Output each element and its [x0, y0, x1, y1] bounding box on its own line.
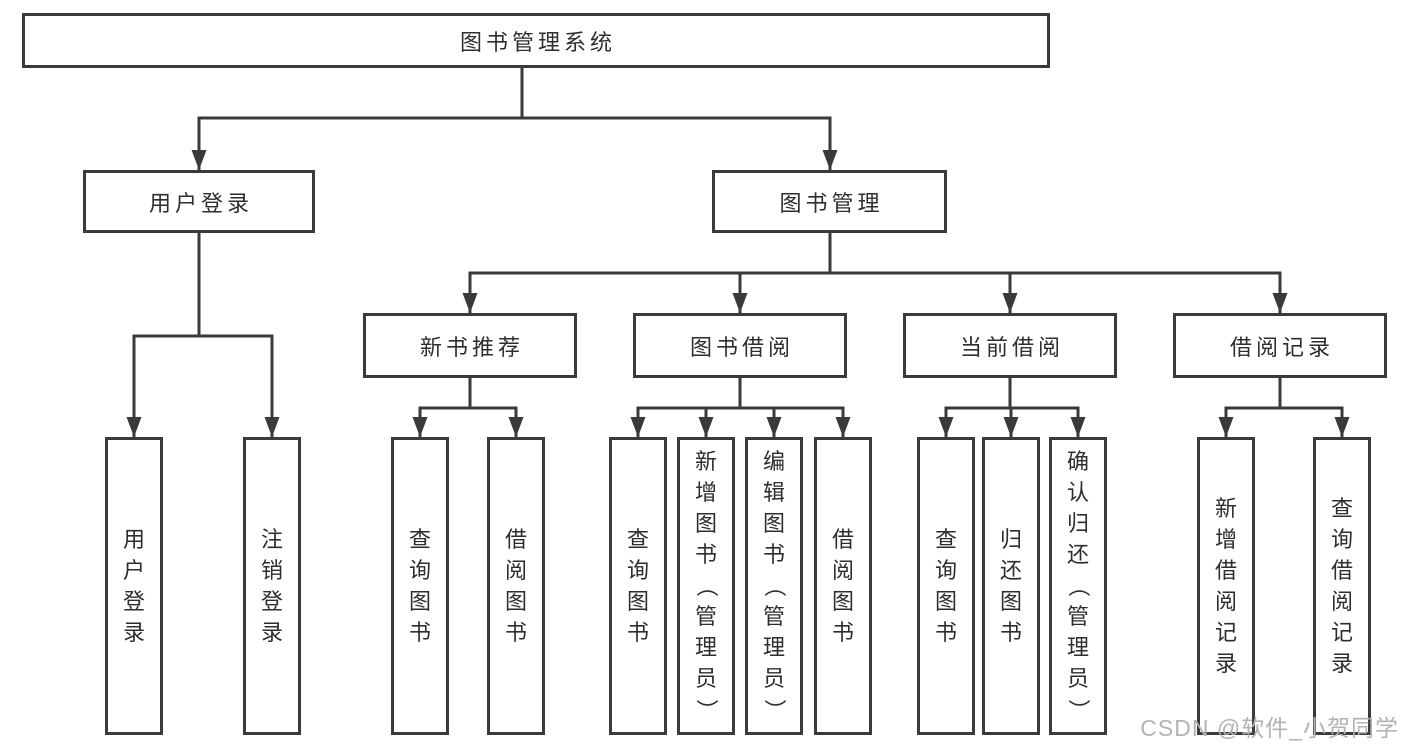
node-newrec-borrow-books: 借阅图书	[487, 437, 545, 735]
node-borrowing-edit-books-admin: 编辑图书（管理员）	[745, 437, 803, 735]
node-label: 查询图书	[408, 526, 431, 645]
node-label: 用户登录	[148, 190, 253, 216]
node-label: 图书借阅	[689, 334, 794, 360]
node-current-return-books: 归还图书	[982, 437, 1040, 735]
node-records-add-record: 新增借阅记录	[1197, 437, 1255, 735]
node-current-confirm-return-admin: 确认归还（管理员）	[1049, 437, 1107, 735]
node-user-login-leaf: 用户登录	[105, 437, 163, 735]
node-label: 借阅图书	[504, 526, 527, 645]
node-borrowing-borrow-books: 借阅图书	[814, 437, 872, 735]
node-user-login-module: 用户登录	[83, 170, 315, 233]
node-label: 编辑图书（管理员）	[761, 449, 787, 722]
node-label: 注销登录	[260, 526, 283, 645]
node-new-book-recommend: 新书推荐	[363, 313, 577, 378]
node-label: 当前借阅	[959, 334, 1064, 360]
node-label: 图书管理	[779, 190, 884, 216]
node-book-management: 图书管理	[712, 170, 947, 233]
node-current-query-books: 查询图书	[917, 437, 975, 735]
node-label: 新书推荐	[419, 334, 524, 360]
node-library-system: 图书管理系统	[22, 13, 1050, 68]
node-label: 查询图书	[934, 526, 957, 645]
node-borrowing-add-books-admin: 新增图书（管理员）	[677, 437, 735, 735]
node-label: 归还图书	[999, 526, 1022, 645]
node-newrec-query-books: 查询图书	[391, 437, 449, 735]
node-label: 查询图书	[626, 526, 649, 645]
node-label: 用户登录	[122, 526, 145, 645]
node-borrowing-query-books: 查询图书	[609, 437, 667, 735]
node-current-borrowing: 当前借阅	[903, 313, 1117, 378]
csdn-watermark: CSDN @软件_小贺同学	[1140, 715, 1399, 741]
node-label: 确认归还（管理员）	[1065, 449, 1091, 722]
node-records-query-record: 查询借阅记录	[1313, 437, 1371, 735]
node-logout-leaf: 注销登录	[243, 437, 301, 735]
node-book-borrowing: 图书借阅	[633, 313, 847, 378]
node-borrow-records: 借阅记录	[1173, 313, 1387, 378]
node-label: 图书管理系统	[459, 29, 616, 55]
node-label: 借阅记录	[1229, 334, 1334, 360]
node-label: 查询借阅记录	[1330, 495, 1353, 676]
node-label: 借阅图书	[831, 526, 854, 645]
node-label: 新增图书（管理员）	[693, 449, 719, 722]
node-label: 新增借阅记录	[1214, 495, 1237, 676]
